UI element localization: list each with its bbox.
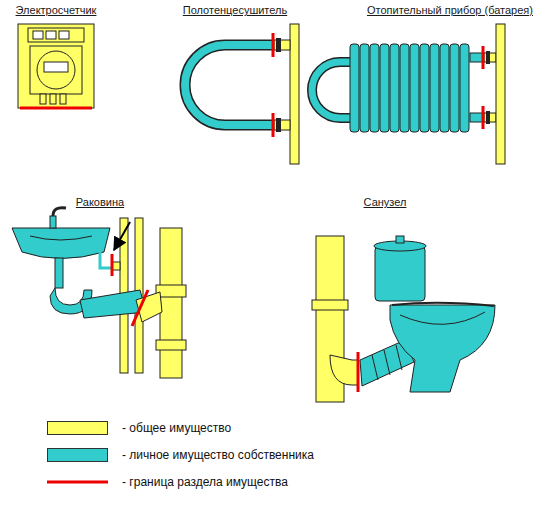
legend-text: - личное имущество собственника [122, 448, 314, 462]
radiator-fin [460, 44, 469, 132]
legend-row: - личное имущество собственника [47, 447, 314, 463]
radiator-fin [420, 44, 429, 132]
legend-text: - общее имущество [122, 421, 231, 435]
sink [12, 208, 186, 378]
radiator-fin [350, 44, 359, 132]
radiator-fin [390, 44, 399, 132]
legend-swatch [47, 448, 108, 462]
towel-rail [185, 24, 299, 164]
legend-line-sample [47, 481, 108, 484]
figure-title: Раковина [76, 196, 124, 209]
radiator-fin [370, 44, 379, 132]
radiator-fin [440, 44, 449, 132]
figure-title: Санузел [364, 196, 407, 209]
radiator [312, 24, 505, 164]
radiator-fin [450, 44, 459, 132]
figure-title: Отопительный прибор (батарея) [367, 4, 533, 17]
legend-row: - граница раздела имущества [47, 474, 288, 490]
radiator-fin [400, 44, 409, 132]
radiator-fin [430, 44, 439, 132]
radiator-fin [410, 44, 419, 132]
legend-row: - общее имущество [47, 420, 231, 436]
figure-title: Полотенцесушитель [183, 4, 287, 17]
toilet [312, 236, 495, 402]
radiator-fin [360, 44, 369, 132]
radiator-fin [380, 44, 389, 132]
meter [18, 24, 94, 108]
legend-swatch [47, 421, 108, 435]
legend-text: - граница раздела имущества [122, 475, 288, 489]
legend-spacer [47, 475, 108, 489]
figure-title: Электросчетчик [16, 4, 97, 17]
